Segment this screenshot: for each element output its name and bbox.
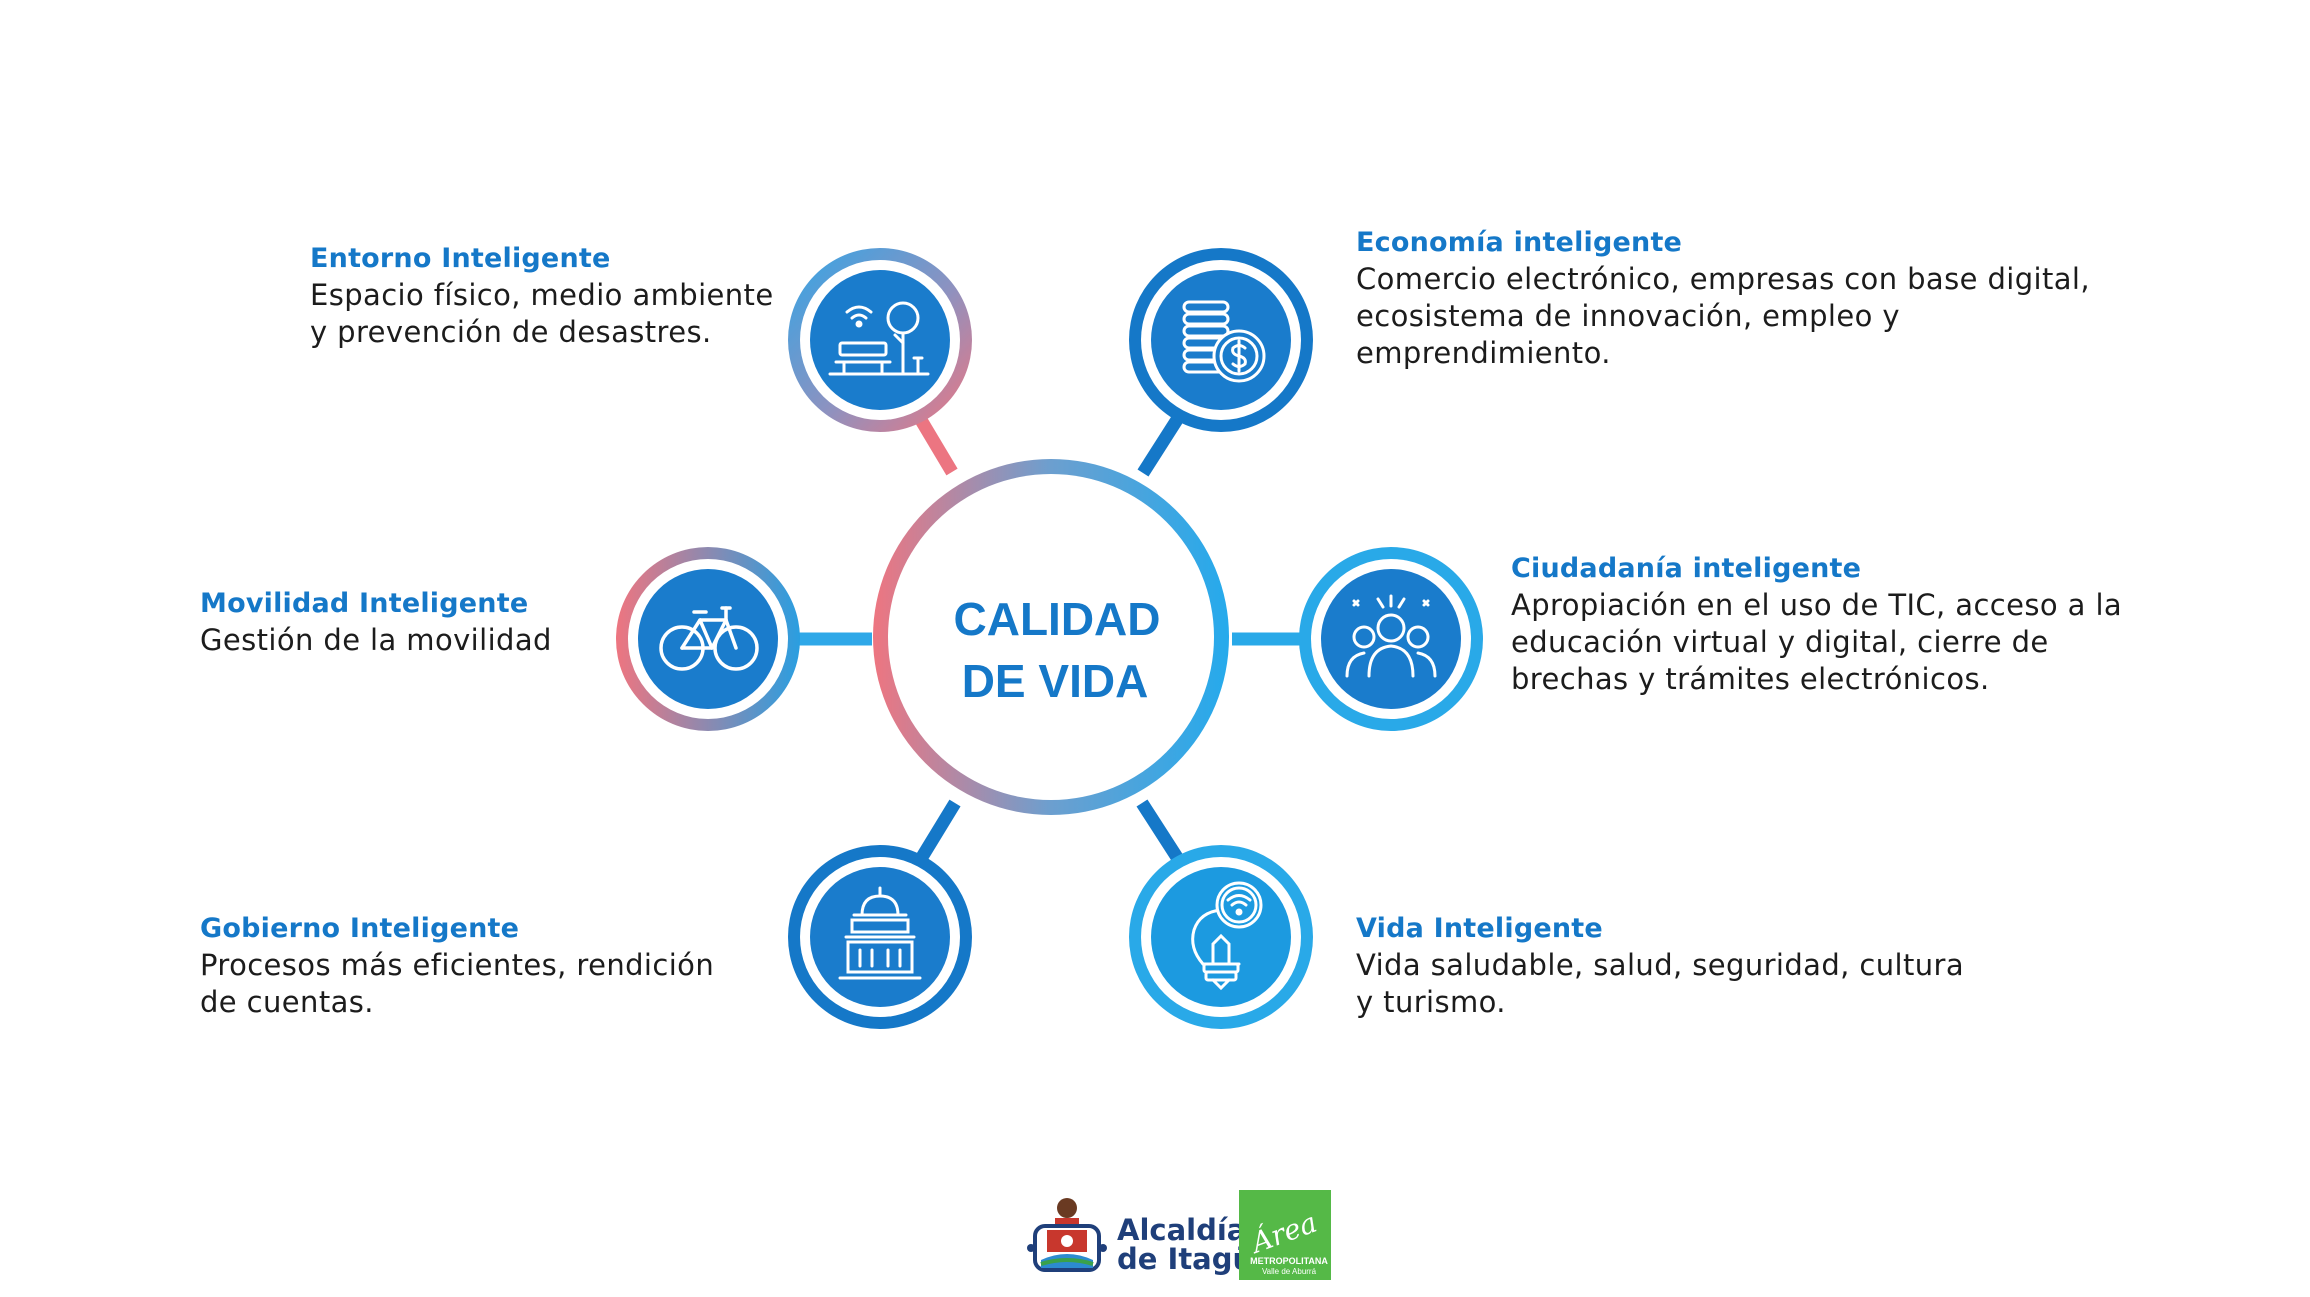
- government-building-icon: [838, 886, 922, 980]
- label-movilidad-description: Gestión de la movilidad: [200, 623, 552, 657]
- label-entorno-description: Espacio físico, medio ambiente y prevenc…: [310, 278, 774, 349]
- alcaldia-line2: de Itagüí: [1117, 1242, 1264, 1276]
- label-economia: Economía inteligente Comercio electrónic…: [1356, 224, 2116, 372]
- citizens-group-icon: [1345, 594, 1437, 678]
- label-vida-title: Vida Inteligente: [1356, 913, 1603, 944]
- label-ciudadania-description: Apropiación en el uso de TIC, acceso a l…: [1511, 588, 2123, 696]
- connector-vida: [1136, 799, 1186, 866]
- alcaldia-line1: Alcaldía: [1117, 1213, 1247, 1247]
- label-gobierno: Gobierno Inteligente Procesos más eficie…: [200, 910, 760, 1021]
- node-movilidad: [616, 547, 800, 731]
- label-vida-description: Vida saludable, salud, seguridad, cultur…: [1356, 948, 1965, 1019]
- smart-lightbulb-icon: [1191, 881, 1263, 991]
- node-economia: [1129, 248, 1313, 432]
- label-entorno: Entorno Inteligente Espacio físico, medi…: [310, 240, 780, 351]
- label-ciudadania: Ciudadanía inteligente Apropiación en el…: [1511, 550, 2151, 698]
- connector-entorno: [912, 411, 958, 476]
- label-gobierno-description: Procesos más eficientes, rendición de cu…: [200, 948, 715, 1019]
- connector-gobierno: [913, 799, 961, 866]
- area-line1: METROPOLITANA: [1250, 1256, 1328, 1266]
- label-vida: Vida Inteligente Vida saludable, salud, …: [1356, 910, 1976, 1021]
- area-word: Área: [1244, 1206, 1321, 1261]
- label-movilidad-title: Movilidad Inteligente: [200, 588, 529, 619]
- park-bench-tree-icon: [828, 301, 930, 376]
- label-gobierno-title: Gobierno Inteligente: [200, 913, 520, 944]
- connector-economia: [1137, 411, 1186, 477]
- label-movilidad: Movilidad Inteligente Gestión de la movi…: [200, 585, 600, 659]
- node-gobierno: [788, 845, 972, 1029]
- node-entorno: [788, 248, 972, 432]
- label-ciudadania-title: Ciudadanía inteligente: [1511, 553, 1862, 584]
- label-economia-title: Economía inteligente: [1356, 227, 1683, 258]
- footer-logos: Alcaldía de Itagüí Área METROPOLITANA Va…: [1025, 1190, 1345, 1280]
- itagui-seal-logo: [1027, 1198, 1107, 1272]
- area-metropolitana-logo: Área METROPOLITANA Valle de Aburrá: [1239, 1190, 1331, 1280]
- alcaldia-name: Alcaldía de Itagüí: [1117, 1216, 1263, 1274]
- bicycle-icon: [659, 606, 759, 671]
- label-entorno-title: Entorno Inteligente: [310, 243, 611, 274]
- area-line2: Valle de Aburrá: [1262, 1267, 1317, 1276]
- center-title-line1: CALIDAD: [954, 593, 1161, 645]
- node-vida: [1129, 845, 1313, 1029]
- area-metropolitana-mark: Área METROPOLITANA Valle de Aburrá: [1244, 1206, 1328, 1276]
- node-ciudadania: [1299, 547, 1483, 731]
- label-economia-description: Comercio electrónico, empresas con base …: [1356, 262, 2090, 370]
- center-title-line2: DE VIDA: [962, 655, 1149, 707]
- coins-dollar-icon: [1182, 300, 1266, 383]
- center-node: CALIDAD DE VIDA: [873, 459, 1229, 815]
